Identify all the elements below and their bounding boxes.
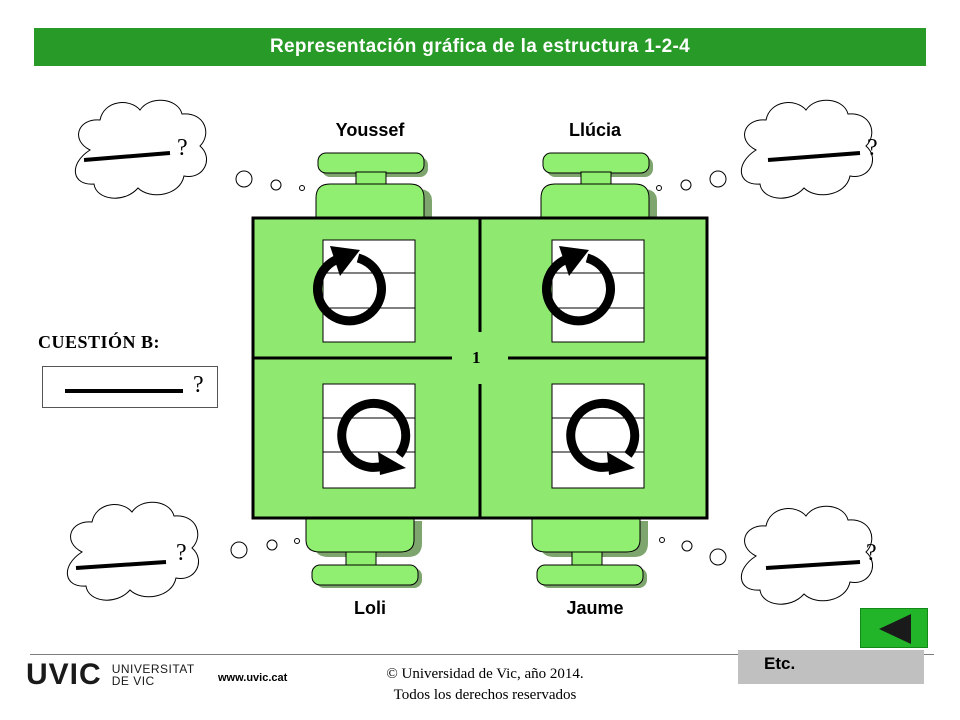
thought-cloud-top-left [74, 99, 305, 199]
thought-question-mark: ? [867, 135, 878, 161]
uvic-logo-mark: UVIC [26, 658, 102, 691]
thought-cloud-top-right [656, 99, 873, 199]
participant-name-top-right: Llúcia [568, 120, 621, 140]
chair-bottom-left [305, 517, 422, 588]
uvic-logo-line1: UNIVERSITAT [111, 662, 195, 676]
page-title: Representación gráfica de la estructura … [34, 28, 926, 66]
answer-field[interactable]: ? [42, 366, 218, 408]
thought-cloud-bottom-right [659, 505, 873, 605]
participant-name-top-left: Youssef [335, 120, 405, 140]
question-label: CUESTIÓN B: [38, 332, 161, 352]
copyright-line-2: Todos los derechos reservados [393, 687, 577, 703]
participant-name-bottom-right: Jaume [566, 598, 624, 618]
chair-top-right [540, 152, 657, 223]
thought-question-mark: ? [866, 540, 877, 566]
answer-blank-line [65, 389, 183, 393]
uvic-logo-line2: DE VIC [111, 674, 155, 688]
rotate-clockwise-icon [542, 246, 615, 326]
table-number: 1 [472, 348, 481, 367]
etc-label: Etc. [738, 650, 924, 684]
thought-question-mark: ? [177, 135, 188, 161]
triangle-left-icon [879, 614, 911, 644]
uvic-logo: UVIC UNIVERSITAT DE VIC [26, 660, 195, 690]
participant-name-bottom-left: Loli [354, 598, 386, 618]
footer-divider [30, 654, 934, 655]
back-button[interactable] [860, 608, 928, 648]
answer-question-mark: ? [193, 372, 204, 398]
thought-cloud-bottom-left [66, 501, 300, 601]
university-url[interactable]: www.uvic.cat [218, 672, 288, 684]
rotate-counterclockwise-icon [337, 398, 411, 475]
copyright-notice: © Universidad de Vic, año 2014. Todos lo… [350, 664, 620, 706]
rotate-counterclockwise-icon [566, 398, 640, 475]
chair-top-left [315, 152, 432, 223]
rotate-clockwise-icon [313, 246, 386, 326]
thought-question-mark: ? [176, 540, 187, 566]
card-top-right [551, 239, 645, 343]
copyright-line-1: © Universidad de Vic, año 2014. [386, 666, 584, 682]
chair-bottom-right [531, 517, 648, 588]
